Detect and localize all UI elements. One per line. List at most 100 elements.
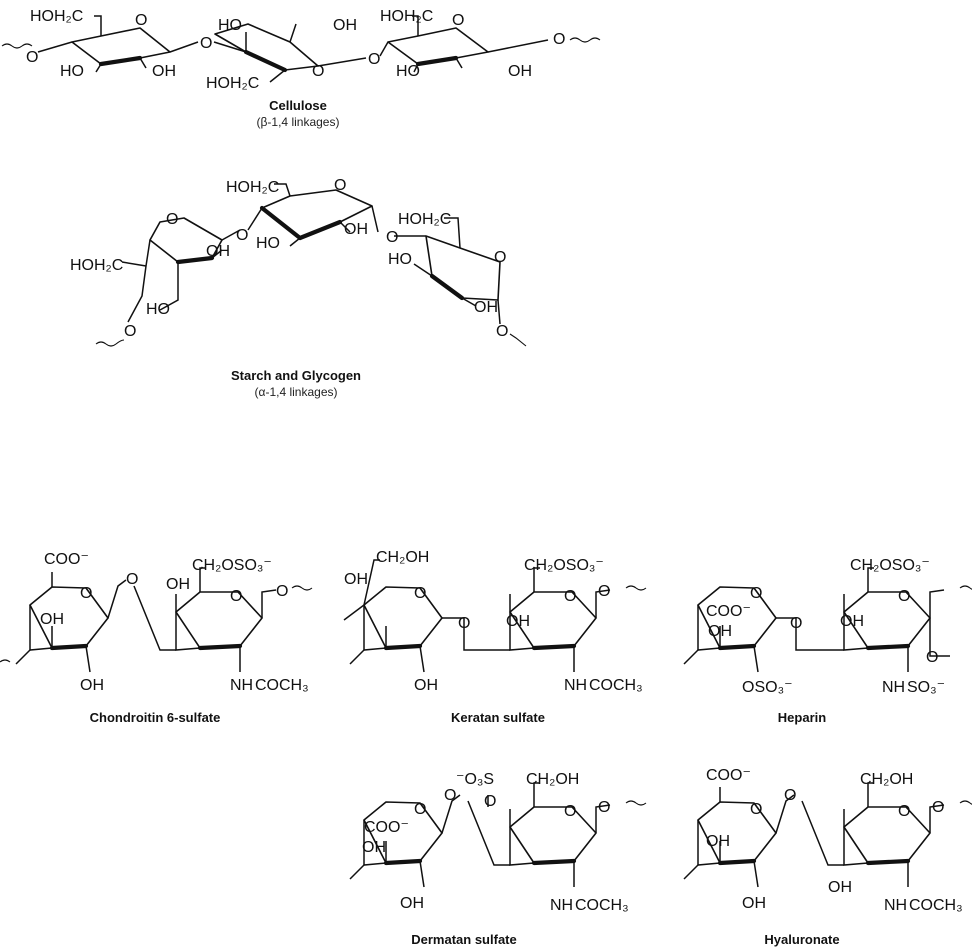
sulfate-label: ⁻O₃S bbox=[456, 771, 494, 788]
atom-label: O bbox=[598, 799, 610, 816]
atom-label: HO bbox=[256, 235, 280, 252]
atom-label: O bbox=[898, 803, 910, 820]
starch-structure bbox=[95, 183, 527, 347]
atom-label: O bbox=[444, 787, 456, 804]
atom-label: HO bbox=[388, 251, 412, 268]
atom-label: OH bbox=[508, 63, 532, 80]
atom-label: O bbox=[598, 583, 610, 600]
atom-label: HOH₂C bbox=[70, 257, 123, 274]
atom-label: OH bbox=[706, 833, 730, 850]
atom-label: OH bbox=[474, 299, 498, 316]
atom-label: OH bbox=[40, 611, 64, 628]
hyaluronate-structure bbox=[684, 783, 972, 887]
atom-label: CH₂OH bbox=[860, 771, 913, 788]
atom-label: OH bbox=[333, 17, 357, 34]
atom-label: OH bbox=[362, 839, 386, 856]
keratan-structure bbox=[343, 559, 646, 672]
atom-label: O bbox=[790, 615, 802, 632]
atom-label: O bbox=[553, 31, 565, 48]
atom-label: OH bbox=[708, 623, 732, 640]
atom-label: O bbox=[312, 63, 324, 80]
atom-label: O bbox=[135, 12, 147, 29]
atom-label: O bbox=[26, 49, 38, 66]
atom-label: HOH₂C bbox=[226, 179, 279, 196]
atom-label: HOH₂C bbox=[398, 211, 451, 228]
carboxylate-label: COO⁻ bbox=[706, 603, 751, 620]
atom-label: O bbox=[750, 585, 762, 602]
atom-label: O bbox=[564, 588, 576, 605]
atom-label: OH bbox=[400, 895, 424, 912]
atom-label: CH₂OSO₃⁻ bbox=[192, 557, 272, 574]
amine-label: NH bbox=[564, 677, 587, 694]
atom-label: O bbox=[386, 229, 398, 246]
atom-label: O bbox=[230, 588, 242, 605]
chondroitin-caption: Chondroitin 6-sulfate bbox=[90, 710, 221, 725]
sulfate-label: OSO₃⁻ bbox=[742, 679, 793, 696]
atom-label: O bbox=[368, 51, 380, 68]
atom-label: O bbox=[236, 227, 248, 244]
keratan-labels: CH₂OH OH O O CH₂OSO₃⁻ O O OH OH NH COCH₃… bbox=[344, 549, 643, 725]
atom-label: HO bbox=[396, 63, 420, 80]
atom-label: OH bbox=[152, 63, 176, 80]
atom-label: O bbox=[494, 249, 506, 266]
atom-label: COCH₃ bbox=[255, 677, 309, 694]
amine-label: NH bbox=[230, 677, 253, 694]
cellulose-structure bbox=[1, 15, 601, 83]
atom-label: O bbox=[452, 12, 464, 29]
atom-label: CH₂OH bbox=[376, 549, 429, 566]
atom-label: OH bbox=[206, 243, 230, 260]
keratan-caption: Keratan sulfate bbox=[451, 710, 545, 725]
atom-label: COCH₃ bbox=[589, 677, 643, 694]
sulfate-label: O bbox=[484, 793, 496, 810]
starch-subtitle: (α-1,4 linkages) bbox=[255, 385, 338, 399]
atom-label: COCH₃ bbox=[909, 897, 963, 914]
dermatan-structure bbox=[350, 783, 646, 887]
atom-label: OH bbox=[344, 571, 368, 588]
atom-label: O bbox=[334, 177, 346, 194]
atom-label: HOH₂C bbox=[206, 75, 259, 92]
atom-label: OH bbox=[506, 613, 530, 630]
cellulose-labels: HOH₂C O O HO OH O HO OH O HOH₂C O HOH₂C … bbox=[26, 8, 565, 129]
cellulose-subtitle: (β-1,4 linkages) bbox=[257, 115, 340, 129]
atom-label: O bbox=[166, 211, 178, 228]
atom-label: O bbox=[414, 801, 426, 818]
atom-label: CH₂OSO₃⁻ bbox=[524, 557, 604, 574]
starch-title: Starch and Glycogen bbox=[231, 368, 361, 383]
amine-label: NH bbox=[884, 897, 907, 914]
atom-label: O bbox=[784, 787, 796, 804]
atom-label: HOH₂C bbox=[380, 8, 433, 25]
atom-label: CH₂OSO₃⁻ bbox=[850, 557, 930, 574]
atom-label: HO bbox=[60, 63, 84, 80]
atom-label: O bbox=[496, 323, 508, 340]
atom-label: OH bbox=[742, 895, 766, 912]
heparin-caption: Heparin bbox=[778, 710, 826, 725]
atom-label: O bbox=[564, 803, 576, 820]
amine-label: NH bbox=[882, 679, 905, 696]
atom-label: O bbox=[126, 571, 138, 588]
atom-label: O bbox=[898, 588, 910, 605]
chondroitin-structure bbox=[0, 568, 312, 672]
atom-label: O bbox=[926, 649, 938, 666]
atom-label: OH bbox=[80, 677, 104, 694]
atom-label: O bbox=[124, 323, 136, 340]
atom-label: OH bbox=[414, 677, 438, 694]
atom-label: OH bbox=[344, 221, 368, 238]
atom-label: HO bbox=[146, 301, 170, 318]
heparin-labels: COO⁻ OH O O CH₂OSO₃⁻ O OH O OSO₃⁻ NH SO₃… bbox=[706, 557, 945, 725]
heparin-structure bbox=[684, 568, 972, 672]
atom-label: OH bbox=[840, 613, 864, 630]
atom-label: O bbox=[932, 799, 944, 816]
atom-label: O bbox=[750, 801, 762, 818]
atom-label: CH₂OH bbox=[526, 771, 579, 788]
dermatan-labels: ⁻O₃S O CH₂OH O O O O COO⁻ OH OH NH COCH₃… bbox=[362, 771, 629, 947]
starch-labels: HOH₂C O O O OH HO OH O HOH₂C HOH₂C HO O … bbox=[70, 177, 508, 399]
carboxylate-label: COO⁻ bbox=[44, 551, 89, 568]
cellulose-title: Cellulose bbox=[269, 98, 327, 113]
atom-label: HOH₂C bbox=[30, 8, 83, 25]
atom-label: OH bbox=[828, 879, 852, 896]
atom-label: O bbox=[276, 583, 288, 600]
sulfate-label: SO₃⁻ bbox=[907, 679, 945, 696]
carboxylate-label: COO⁻ bbox=[364, 819, 409, 836]
hyaluronate-caption: Hyaluronate bbox=[764, 932, 839, 947]
